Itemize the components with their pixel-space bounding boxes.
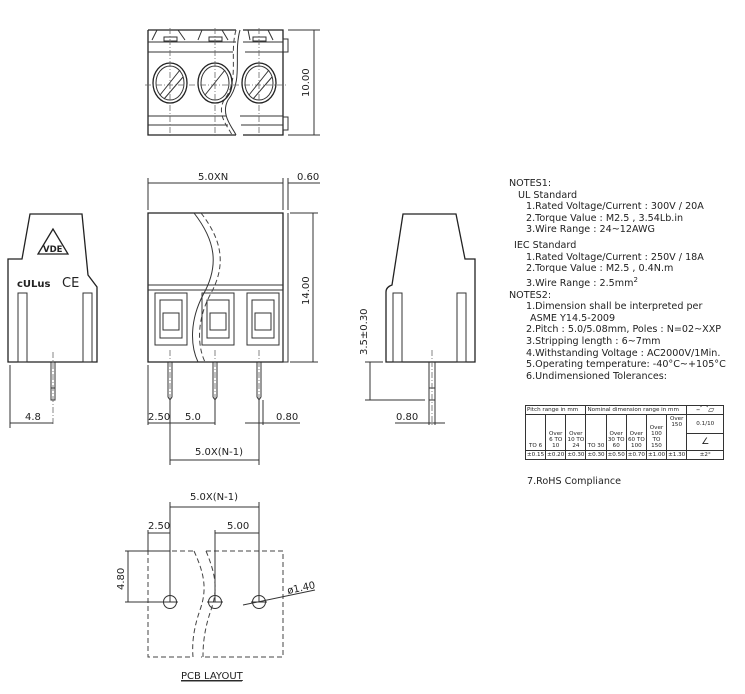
- iec-note: 3.Wire Range : 2.5mm2: [509, 275, 745, 290]
- ul-note: 2.Torque Value : M2.5 , 3.54Lb.in: [526, 212, 684, 224]
- height-dim: 14.00: [301, 276, 312, 305]
- left-side-view: VDE cULus CE 4.8: [7, 213, 98, 428]
- pcb-layout: 5.0X(N-1) 2.50 5.00 4.80 ø1.40 PCB LAYOU…: [116, 492, 316, 682]
- angle-symbol: ∠: [686, 433, 725, 451]
- range-cell: Over 30 TO 60: [605, 414, 627, 451]
- note2-item: 5.Operating temperature: -40°C~+105°C: [526, 359, 726, 371]
- tolerance-value: ±1.00: [645, 450, 668, 460]
- pin-length-dim: 3.5±0.30: [359, 308, 370, 355]
- range-cell: Over 10 TO 24: [565, 414, 587, 451]
- note2-item: 3.Stripping length : 6~7mm: [526, 335, 661, 347]
- range-cell: Over 100 TO 150: [645, 414, 668, 451]
- pin-width-dim: 0.80: [276, 412, 298, 423]
- edge-dim: 2.50: [148, 412, 170, 423]
- tolerance-value: ±0.20: [545, 450, 567, 460]
- pcb-row-dim: 4.80: [116, 568, 127, 590]
- pcb-span-dim: 5.0X(N-1): [190, 492, 238, 503]
- front-view: 5.0XN 0.60 14.00 2.50 5.0 0.80 5.0X(N-1): [147, 172, 320, 465]
- note2-item: ASME Y14.5-2009: [530, 312, 616, 324]
- ul-note: 1.Rated Voltage/Current : 300V / 20A: [526, 201, 704, 213]
- top-height-dim: 10.00: [301, 68, 312, 97]
- vde-label: VDE: [43, 245, 63, 255]
- range-cell: TO 30: [585, 414, 607, 451]
- notes2-title: NOTES2:: [509, 289, 552, 301]
- tolerance-value: ±0.50: [605, 450, 627, 460]
- tolerance-table: Pitch range in mm Nominal dimension rang…: [524, 405, 725, 460]
- flatness-tolerance: 0.1/10: [686, 414, 725, 434]
- tolerance-value: ±1.30: [666, 450, 688, 460]
- flange-dim: 0.60: [297, 172, 319, 183]
- range-cell: Over 6 TO 10: [545, 414, 567, 451]
- right-pin-width-dim: 0.80: [396, 412, 418, 423]
- iec-note: 1.Rated Voltage/Current : 250V / 18A: [526, 251, 704, 263]
- ul-logo: cULus: [17, 279, 51, 290]
- symbols-header: –⌒▱: [686, 405, 725, 415]
- tolerance-value: ±0.15: [524, 450, 547, 460]
- range-cell: Over 150: [666, 414, 688, 451]
- pcb-pitch-dim: 5.00: [227, 521, 249, 532]
- pcb-layout-title: PCB LAYOUT: [181, 671, 244, 682]
- ce-logo: CE: [62, 276, 79, 291]
- note2-item: 6.Undimensioned Tolerances:: [526, 370, 667, 382]
- nominal-range-header: Nominal dimension range in mm: [585, 405, 688, 415]
- angle-tolerance: ±2°: [686, 450, 725, 460]
- right-side-view: 3.5±0.30 0.80: [359, 213, 476, 425]
- ul-standard-title: UL Standard: [518, 189, 578, 201]
- width-dim: 5.0XN: [198, 172, 228, 183]
- pin-offset-dim: 4.8: [25, 412, 41, 423]
- ul-note: 3.Wire Range : 24~12AWG: [526, 224, 655, 236]
- range-cell: Over 60 TO 100: [625, 414, 647, 451]
- tolerance-value: ±0.70: [625, 450, 647, 460]
- superscript: 2: [633, 275, 638, 284]
- pcb-edge-dim: 2.50: [148, 521, 170, 532]
- span-dim: 5.0X(N-1): [195, 447, 243, 458]
- pitch-range-header: Pitch range in mm: [524, 405, 587, 415]
- note2-item: 2.Pitch : 5.0/5.08mm, Poles : N=02~XXP: [526, 324, 722, 336]
- terminal-clamps: [154, 292, 280, 346]
- notes1-title: NOTES1:: [509, 178, 552, 189]
- tolerance-value: ±0.30: [565, 450, 587, 460]
- notes-block: NOTES1: UL Standard 1.Rated Voltage/Curr…: [509, 178, 745, 382]
- range-cell: TO 6: [524, 414, 547, 451]
- wire-entry-holes: [152, 62, 277, 104]
- vde-logo: VDE: [36, 227, 70, 255]
- tolerance-value: ±0.30: [585, 450, 607, 460]
- wire-range: 3.Wire Range : 2.5mm: [526, 277, 634, 289]
- top-view: 10.00: [145, 28, 320, 137]
- note2-item: 1.Dimension shall be interpreted per: [526, 301, 703, 313]
- iec-note: 2.Torque Value : M2.5 , 0.4N.m: [526, 263, 674, 275]
- pitch-dim: 5.0: [185, 412, 201, 423]
- iec-standard-title: IEC Standard: [514, 239, 577, 251]
- rohs-note: 7.RoHS Compliance: [527, 476, 622, 487]
- hole-diameter-dim: ø1.40: [286, 580, 316, 597]
- note2-item: 4.Withstanding Voltage : AC2000V/1Min.: [526, 347, 721, 359]
